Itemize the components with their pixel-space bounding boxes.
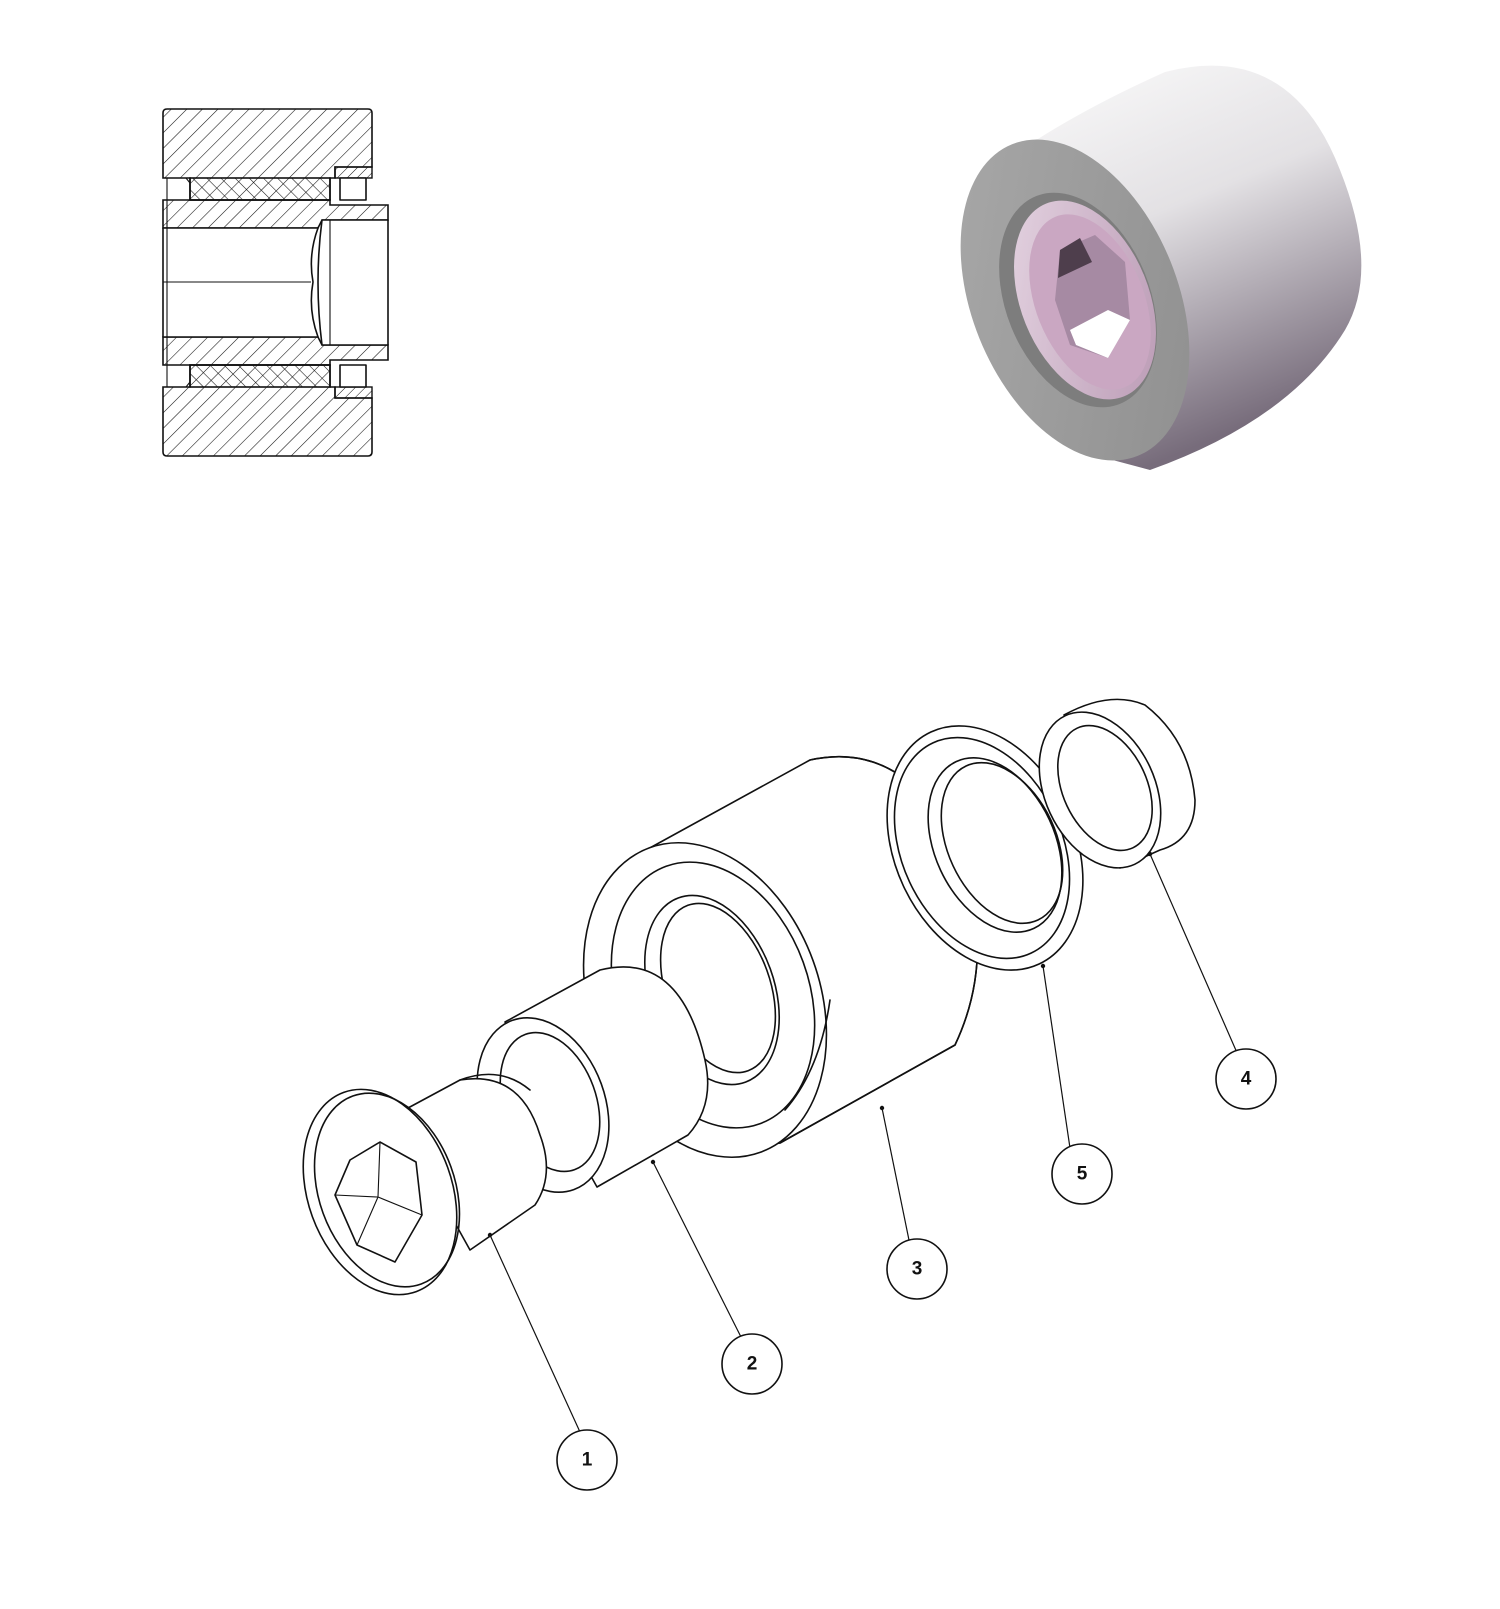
section-ring-gap-bottom [339, 364, 367, 388]
balloon-3-label: 3 [912, 1259, 923, 1280]
exploded-view [302, 698, 1196, 1296]
balloon-1: 1 [556, 1429, 618, 1491]
balloon-2-label: 2 [747, 1354, 758, 1375]
render-hex-shadow [1058, 238, 1092, 278]
part-1-socket-screw [302, 1073, 548, 1296]
balloon-4: 4 [1215, 1048, 1277, 1110]
balloon-1-label: 1 [582, 1450, 593, 1471]
leader-lines [487, 851, 1239, 1433]
section-ring-gap-top [339, 177, 367, 201]
balloon-4-label: 4 [1241, 1069, 1252, 1090]
balloon-5: 5 [1051, 1143, 1113, 1205]
part-5-retaining-ring [886, 725, 1084, 971]
section-inner-sleeve-top [189, 177, 331, 201]
section-inner-sleeve-bottom [189, 364, 331, 388]
balloon-3: 3 [886, 1238, 948, 1300]
part-4-end-collar [1038, 698, 1196, 869]
section-ring-bottom [334, 386, 373, 399]
render-hex-highlight [1070, 310, 1130, 358]
section-head-pocket [317, 219, 389, 346]
shaded-assembly-view [960, 65, 1362, 470]
balloon-2: 2 [721, 1333, 783, 1395]
section-ring-top [334, 166, 373, 179]
balloon-5-label: 5 [1077, 1164, 1088, 1185]
section-view [162, 108, 389, 457]
hex-socket [334, 1141, 423, 1263]
